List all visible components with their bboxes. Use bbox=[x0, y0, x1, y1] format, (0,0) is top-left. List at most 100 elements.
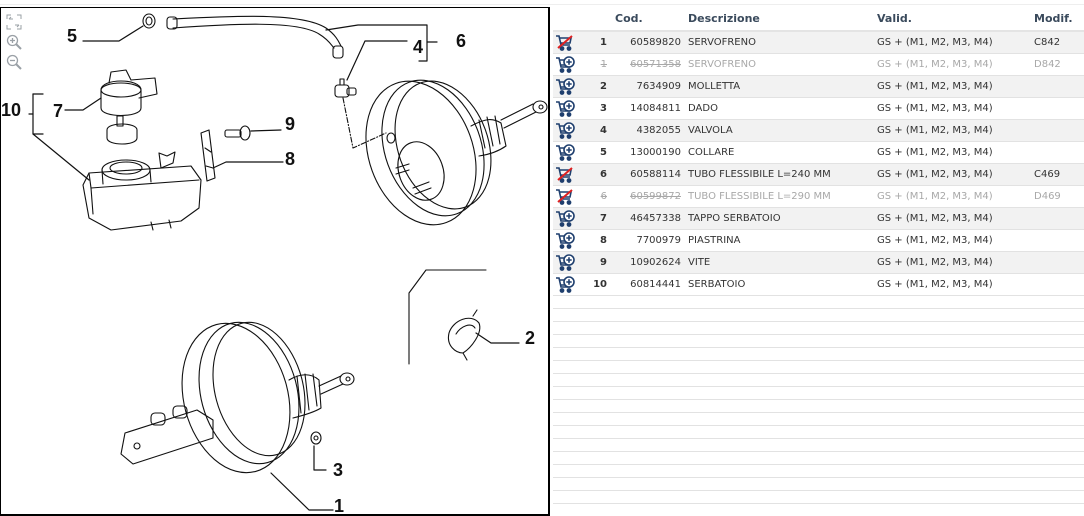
row-item-number: 6 bbox=[600, 169, 607, 180]
add-to-cart-icon[interactable] bbox=[555, 144, 577, 162]
row-item-number: 10 bbox=[593, 279, 607, 290]
callout-9[interactable]: 9 bbox=[285, 114, 296, 134]
empty-table-row bbox=[553, 322, 1084, 335]
part-booster-upper bbox=[365, 79, 548, 226]
row-modification: D842 bbox=[1034, 59, 1061, 70]
table-row[interactable]: 8 7700979 PIASTRINA GS + (M1, M2, M3, M4… bbox=[553, 230, 1084, 252]
row-description: TAPPO SERBATOIO bbox=[688, 213, 781, 224]
row-part-code: 60599872 bbox=[630, 191, 681, 202]
row-part-code: 60588114 bbox=[630, 169, 681, 180]
table-row[interactable]: 10 60814441 SERBATOIO GS + (M1, M2, M3, … bbox=[553, 274, 1084, 296]
part-hose bbox=[166, 15, 344, 59]
row-validity: GS + (M1, M2, M3, M4) bbox=[877, 169, 993, 180]
empty-table-row bbox=[553, 335, 1084, 348]
row-description: TUBO FLESSIBILE L=240 MM bbox=[688, 169, 831, 180]
add-to-cart-icon[interactable] bbox=[555, 122, 577, 140]
row-description: VALVOLA bbox=[688, 125, 733, 136]
row-modification: D469 bbox=[1034, 191, 1061, 202]
empty-table-row bbox=[553, 491, 1084, 504]
callout-8[interactable]: 8 bbox=[285, 149, 296, 169]
row-validity: GS + (M1, M2, M3, M4) bbox=[877, 279, 993, 290]
cart-unavailable-icon[interactable] bbox=[555, 34, 577, 52]
part-reservoir-cap bbox=[100, 69, 158, 145]
callout-1[interactable]: 1 bbox=[334, 496, 345, 516]
add-to-cart-icon[interactable] bbox=[555, 254, 577, 272]
part-screw bbox=[224, 125, 251, 141]
table-row[interactable]: 3 14084811 DADO GS + (M1, M2, M3, M4) bbox=[553, 98, 1084, 120]
row-part-code: 60814441 bbox=[630, 279, 681, 290]
add-to-cart-icon[interactable] bbox=[555, 100, 577, 118]
row-description: SERVOFRENO bbox=[688, 37, 756, 48]
header-code[interactable]: Cod. bbox=[615, 12, 643, 25]
empty-table-row bbox=[553, 309, 1084, 322]
row-part-code: 13000190 bbox=[630, 147, 681, 158]
row-validity: GS + (M1, M2, M3, M4) bbox=[877, 147, 993, 158]
row-modification: C469 bbox=[1034, 169, 1061, 180]
add-to-cart-icon[interactable] bbox=[555, 210, 577, 228]
row-item-number: 3 bbox=[600, 103, 607, 114]
callout-5[interactable]: 5 bbox=[67, 26, 78, 46]
add-to-cart-icon[interactable] bbox=[555, 78, 577, 96]
header-modification[interactable]: Modif. bbox=[1034, 12, 1073, 25]
header-validity[interactable]: Valid. bbox=[877, 12, 912, 25]
row-validity: GS + (M1, M2, M3, M4) bbox=[877, 37, 993, 48]
add-to-cart-icon[interactable] bbox=[555, 56, 577, 74]
row-item-number: 9 bbox=[600, 257, 607, 268]
empty-table-row bbox=[553, 426, 1084, 439]
table-row[interactable]: 6 60599872 TUBO FLESSIBILE L=290 MM GS +… bbox=[553, 186, 1084, 208]
leader-lines bbox=[28, 24, 520, 511]
table-row[interactable]: 6 60588114 TUBO FLESSIBILE L=240 MM GS +… bbox=[553, 164, 1084, 186]
row-validity: GS + (M1, M2, M3, M4) bbox=[877, 59, 993, 70]
brake-booster-diagram bbox=[28, 13, 548, 511]
table-row[interactable]: 9 10902624 VITE GS + (M1, M2, M3, M4) bbox=[553, 252, 1084, 274]
table-row[interactable]: 2 7634909 MOLLETTA GS + (M1, M2, M3, M4) bbox=[553, 76, 1084, 98]
part-valve bbox=[334, 78, 387, 149]
callout-7[interactable]: 7 bbox=[53, 101, 64, 121]
add-to-cart-icon[interactable] bbox=[555, 276, 577, 294]
part-plate bbox=[200, 129, 216, 182]
cart-unavailable-icon[interactable] bbox=[555, 188, 577, 206]
row-validity: GS + (M1, M2, M3, M4) bbox=[877, 125, 993, 136]
callout-10[interactable]: 10 bbox=[1, 100, 22, 120]
table-row[interactable]: 4 4382055 VALVOLA GS + (M1, M2, M3, M4) bbox=[553, 120, 1084, 142]
empty-table-row bbox=[553, 439, 1084, 452]
add-to-cart-icon[interactable] bbox=[555, 232, 577, 250]
row-description: MOLLETTA bbox=[688, 81, 741, 92]
zoom-out-icon[interactable] bbox=[6, 54, 22, 70]
callout-4[interactable]: 4 bbox=[413, 37, 424, 57]
callout-2[interactable]: 2 bbox=[525, 328, 536, 348]
cart-unavailable-icon[interactable] bbox=[555, 166, 577, 184]
empty-table-row bbox=[553, 361, 1084, 374]
row-description: PIASTRINA bbox=[688, 235, 741, 246]
callout-6[interactable]: 6 bbox=[456, 31, 467, 51]
row-validity: GS + (M1, M2, M3, M4) bbox=[877, 213, 993, 224]
empty-table-row bbox=[553, 387, 1084, 400]
row-description: SERVOFRENO bbox=[688, 59, 756, 70]
table-row[interactable]: 5 13000190 COLLARE GS + (M1, M2, M3, M4) bbox=[553, 142, 1084, 164]
zoom-in-icon[interactable] bbox=[6, 34, 22, 50]
row-part-code: 7700979 bbox=[636, 235, 681, 246]
row-part-code: 46457338 bbox=[630, 213, 681, 224]
empty-table-row bbox=[553, 348, 1084, 361]
header-description[interactable]: Descrizione bbox=[688, 12, 760, 25]
exploded-diagram-panel[interactable]: 5 4 6 10 7 9 8 2 3 1 bbox=[0, 7, 550, 516]
row-description: SERBATOIO bbox=[688, 279, 746, 290]
table-body: 1 60589820 SERVOFRENO GS + (M1, M2, M3, … bbox=[553, 32, 1084, 296]
table-row[interactable]: 7 46457338 TAPPO SERBATOIO GS + (M1, M2,… bbox=[553, 208, 1084, 230]
row-validity: GS + (M1, M2, M3, M4) bbox=[877, 103, 993, 114]
row-item-number: 7 bbox=[600, 213, 607, 224]
part-clip bbox=[408, 269, 487, 365]
empty-table-row bbox=[553, 465, 1084, 478]
empty-table-row bbox=[553, 400, 1084, 413]
row-item-number: 2 bbox=[600, 81, 607, 92]
row-item-number: 8 bbox=[600, 235, 607, 246]
part-collar bbox=[142, 13, 156, 29]
empty-table-row bbox=[553, 413, 1084, 426]
row-description: TUBO FLESSIBILE L=290 MM bbox=[688, 191, 831, 202]
part-booster-lower bbox=[120, 321, 355, 474]
table-row[interactable]: 1 60589820 SERVOFRENO GS + (M1, M2, M3, … bbox=[553, 32, 1084, 54]
fit-icon[interactable] bbox=[6, 14, 22, 30]
callout-3[interactable]: 3 bbox=[333, 460, 344, 480]
table-row[interactable]: 1 60571358 SERVOFRENO GS + (M1, M2, M3, … bbox=[553, 54, 1084, 76]
row-validity: GS + (M1, M2, M3, M4) bbox=[877, 235, 993, 246]
